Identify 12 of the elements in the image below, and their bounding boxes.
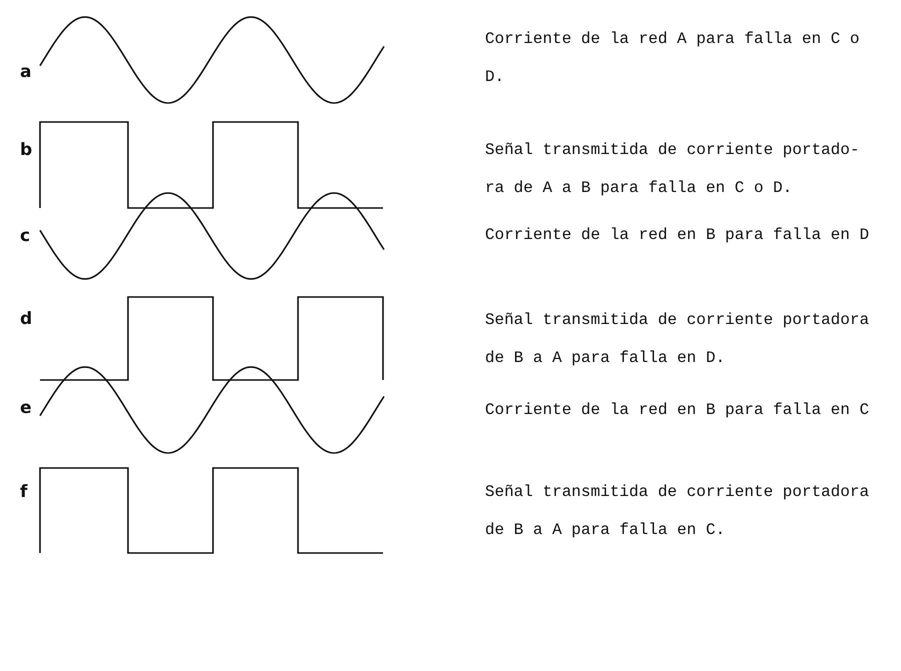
- waveform-description: Señal transmitida de corriente portadora de B a A para falla en D.: [485, 310, 870, 369]
- waveform-description: Señal transmitida de corriente portado- ra de A a B para falla en C o D.: [485, 140, 860, 199]
- row-letter: c: [20, 226, 30, 246]
- waveform-description: Corriente de la red en B para falla en D: [485, 225, 870, 246]
- row-letter: d: [20, 309, 32, 329]
- row-letter: b: [20, 140, 32, 160]
- waveform-description: Corriente de la red en B para falla en C: [485, 400, 870, 421]
- row-letter: a: [20, 62, 32, 82]
- row-letter: f: [20, 482, 28, 502]
- row-letter: e: [20, 398, 32, 418]
- waveform-description: Señal transmitida de corriente portadora de B a A para falla en C.: [485, 482, 870, 541]
- waveform-description: Corriente de la red A para falla en C o D.: [485, 29, 860, 88]
